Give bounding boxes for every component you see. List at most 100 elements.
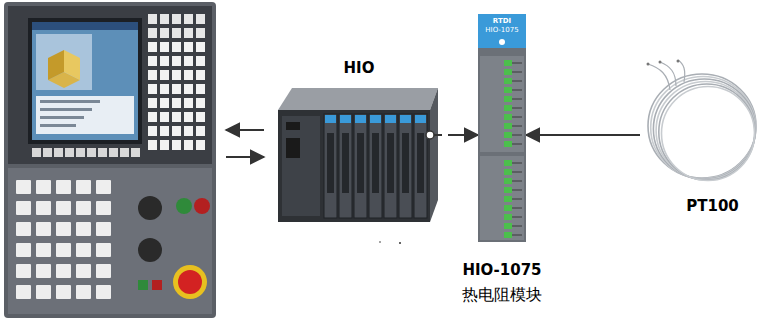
terminal-screw xyxy=(512,126,522,127)
panel-key xyxy=(196,84,205,94)
softkey xyxy=(109,148,118,157)
terminal-pin xyxy=(504,223,512,229)
keyboard-key xyxy=(36,264,51,278)
signal-arrow xyxy=(526,134,640,136)
panel-key xyxy=(172,56,181,66)
io-module xyxy=(369,114,382,218)
rack-side xyxy=(430,88,438,222)
cable-loop xyxy=(662,87,755,181)
module-header-text: HIO-1075 xyxy=(478,27,526,35)
signal-arrow xyxy=(448,134,478,136)
panel-key xyxy=(184,98,193,108)
terminal-pin xyxy=(504,178,512,184)
panel-key xyxy=(184,112,193,122)
screen-view xyxy=(36,34,92,90)
lead-tip xyxy=(659,61,662,64)
keyboard-key xyxy=(36,180,51,194)
terminal-screw xyxy=(512,72,522,73)
panel-key xyxy=(160,126,169,136)
panel-key xyxy=(172,126,181,136)
panel-key xyxy=(172,42,181,52)
io-module xyxy=(324,114,337,218)
screen-line xyxy=(40,100,100,103)
keyboard-key xyxy=(56,285,71,299)
terminal-pin xyxy=(504,123,512,129)
panel-key xyxy=(160,56,169,66)
screen-line xyxy=(40,108,92,111)
terminal-screw xyxy=(512,226,522,227)
keyboard-key xyxy=(36,243,51,257)
panel-key xyxy=(160,14,169,24)
panel-key xyxy=(184,84,193,94)
panel-key xyxy=(196,126,205,136)
cable-loop xyxy=(648,74,756,178)
terminal-pin xyxy=(504,232,512,238)
module-header xyxy=(355,115,366,123)
lead-wire xyxy=(660,62,676,86)
module-header xyxy=(478,14,526,48)
keyboard-key xyxy=(36,285,51,299)
panel-key xyxy=(160,42,169,52)
terminal-pin xyxy=(504,69,512,75)
pt100-sensor: PT100 xyxy=(640,60,765,220)
terminal-screw xyxy=(512,144,522,145)
terminal-screw xyxy=(512,63,522,64)
node-label: PT100 xyxy=(660,198,765,215)
terminal-pin xyxy=(504,78,512,84)
cable-plug xyxy=(426,131,434,139)
keyboard-key xyxy=(76,222,91,236)
panel-key xyxy=(196,42,205,52)
keyboard-key xyxy=(76,264,91,278)
screen xyxy=(32,22,138,140)
power-module xyxy=(282,116,320,216)
terminal-block xyxy=(480,156,524,240)
softkey xyxy=(131,148,140,157)
terminal-pin xyxy=(504,187,512,193)
screen-bezel xyxy=(28,18,142,144)
panel-key xyxy=(148,126,157,136)
io-module xyxy=(399,114,412,218)
screen-line xyxy=(40,116,84,119)
keyboard-key xyxy=(36,201,51,215)
module-header xyxy=(325,115,336,123)
terminal-block xyxy=(480,56,524,152)
node-label: HIO xyxy=(270,60,448,77)
panel-key xyxy=(196,98,205,108)
keyboard-key xyxy=(76,180,91,194)
module-terminal xyxy=(417,133,424,193)
module-header xyxy=(340,115,351,123)
part-model xyxy=(64,50,80,80)
softkey xyxy=(65,148,74,157)
terminal-screw xyxy=(512,217,522,218)
terminal-pin xyxy=(504,60,512,66)
terminal-screw xyxy=(512,208,522,209)
panel-key xyxy=(160,98,169,108)
panel-key xyxy=(172,98,181,108)
dot xyxy=(399,242,401,244)
panel-key xyxy=(148,112,157,122)
panel-key xyxy=(148,98,157,108)
panel-key xyxy=(172,28,181,38)
panel-key xyxy=(184,140,193,150)
pt100-coil xyxy=(648,74,756,181)
softkey xyxy=(54,148,63,157)
rack-top xyxy=(278,88,438,110)
panel-key xyxy=(148,140,157,150)
node-artwork xyxy=(640,60,765,220)
panel-key xyxy=(184,14,193,24)
red-button xyxy=(152,280,162,290)
part-model xyxy=(48,50,64,80)
softkey xyxy=(120,148,129,157)
keyboard-key xyxy=(16,264,31,278)
keyboard-key xyxy=(16,222,31,236)
start-button xyxy=(176,198,192,214)
terminal-screw xyxy=(512,181,522,182)
lead-wire xyxy=(678,60,685,82)
panel-key xyxy=(160,140,169,150)
terminal-pin xyxy=(504,96,512,102)
softkey xyxy=(98,148,107,157)
keyboard-key xyxy=(96,285,111,299)
terminal-screw xyxy=(512,90,522,91)
terminal-screw xyxy=(512,117,522,118)
panel-key xyxy=(148,56,157,66)
